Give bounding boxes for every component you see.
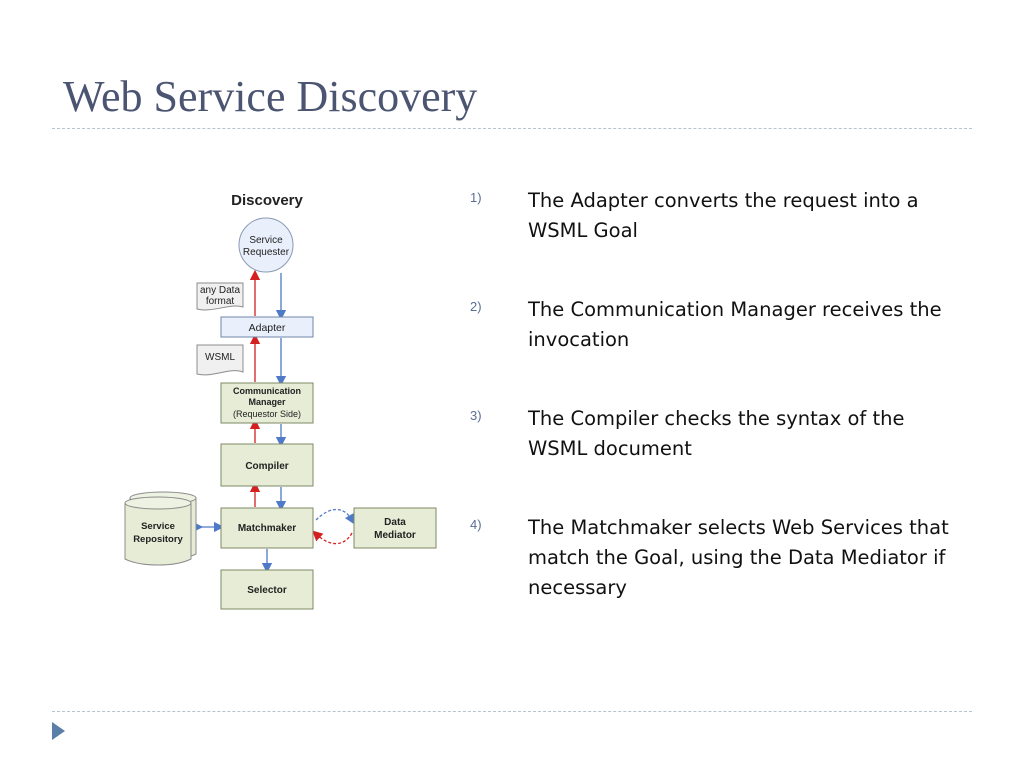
communication-manager-box: Communication Manager (Requestor Side) [220,382,314,424]
slide-title: Web Service Discovery [63,72,478,121]
list-item: 1) The Adapter converts the request into… [470,186,950,246]
step-text: The Compiler checks the syntax of the WS… [528,407,905,460]
box-label: Communication [233,386,301,396]
node-label: Requester [243,247,290,258]
note-wsml: WSML [196,344,244,376]
box-label: Compiler [245,461,288,472]
title-divider [52,128,972,129]
data-mediator-box: Data Mediator [353,507,437,549]
step-text: The Matchmaker selects Web Services that… [528,516,949,599]
next-slide-arrow-icon[interactable] [52,722,65,740]
box-label: Matchmaker [238,523,296,534]
selector-box: Selector [220,569,314,610]
flow-arrows [192,269,355,574]
step-number: 2) [470,299,482,314]
box-label: Selector [247,585,287,596]
node-label: Service [249,235,283,246]
service-repository-node: Service Repository [124,491,197,566]
box-label: Adapter [249,322,286,334]
box-label: Mediator [374,530,416,541]
box-label: (Requestor Side) [233,409,301,419]
arrow-mediator-loop-red [312,530,353,545]
diagram-heading: Discovery [231,192,303,209]
note-any-data-format: any Data format [196,282,244,311]
arrow-mediator-loop-blue [315,508,355,525]
list-item: 3) The Compiler checks the syntax of the… [470,404,950,464]
steps-list: 1) The Adapter converts the request into… [470,186,950,652]
note-label: format [206,296,235,307]
discovery-diagram: Discovery Service Requester any Data for… [124,192,437,610]
node-label: Service [141,521,175,532]
step-number: 1) [470,190,482,205]
footer-divider [52,711,972,712]
note-label: any Data [200,285,240,296]
service-requester-node: Service Requester [238,217,294,273]
list-item: 2) The Communication Manager receives th… [470,295,950,355]
note-label: WSML [205,352,235,363]
list-item: 4) The Matchmaker selects Web Services t… [470,513,950,603]
compiler-box: Compiler [220,443,314,487]
node-label: Repository [133,534,183,545]
step-text: The Communication Manager receives the i… [528,298,942,351]
step-text: The Adapter converts the request into a … [528,189,919,242]
box-label: Manager [248,397,286,407]
box-label: Data [384,517,406,528]
matchmaker-box: Matchmaker [220,507,314,549]
step-number: 3) [470,408,482,423]
step-number: 4) [470,517,482,532]
adapter-box: Adapter [220,316,314,338]
